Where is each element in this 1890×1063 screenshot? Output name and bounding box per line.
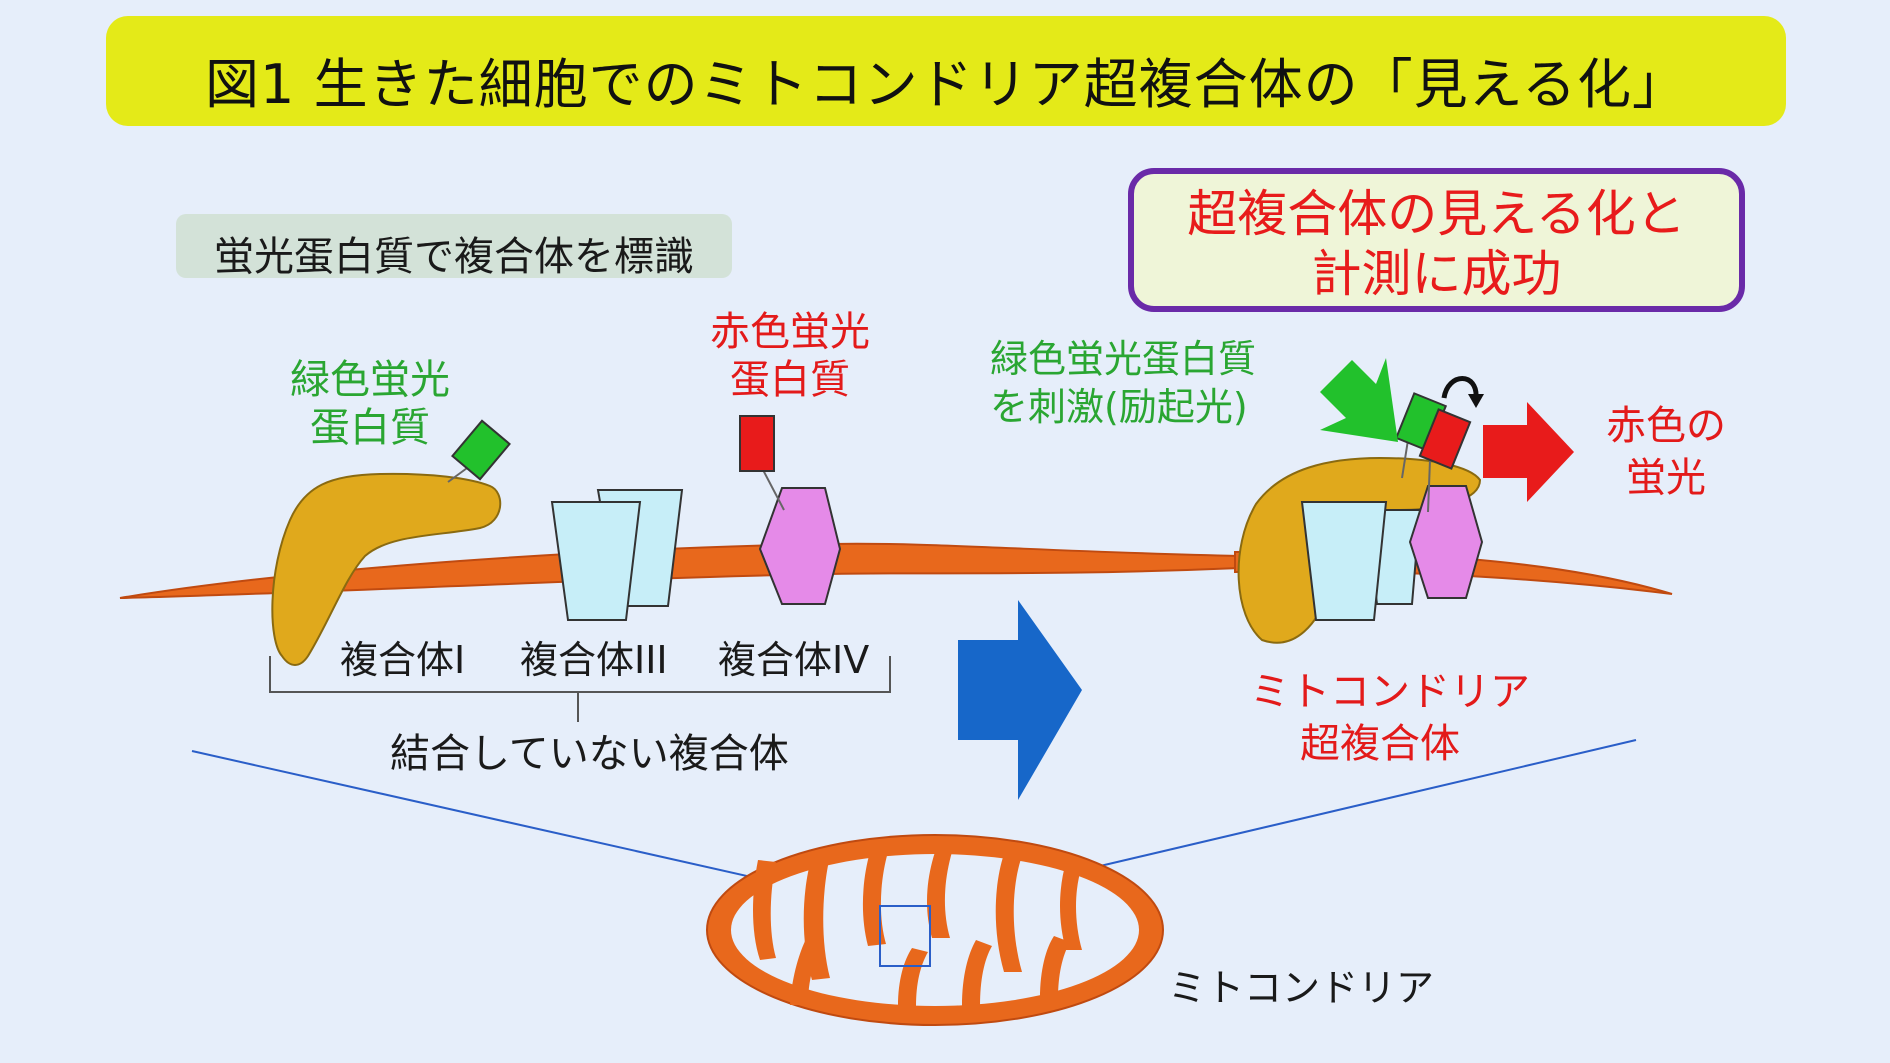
- green-fp-label-line-1: 緑色蛍光: [290, 357, 450, 403]
- excitation-label: 緑色蛍光蛋白質 を刺激(励起光): [990, 336, 1256, 431]
- supercomplex-label-line-2: 超複合体: [1300, 721, 1460, 767]
- excitation-label-line-1: 緑色蛍光蛋白質: [990, 337, 1257, 381]
- red-emission-label: 赤色の 蛍光: [1596, 400, 1736, 504]
- title-bar: 図1 生きた細胞でのミトコンドリア超複合体の「見える化」: [106, 16, 1786, 126]
- green-fp-tag-left: [451, 419, 511, 481]
- energy-transfer-icon: [1441, 376, 1479, 399]
- red-emission-label-line-2: 蛍光: [1626, 455, 1706, 501]
- figure-title: 図1 生きた細胞でのミトコンドリア超複合体の「見える化」: [205, 53, 1687, 116]
- transition-arrow: [958, 600, 1082, 800]
- green-fp-label: 緑色蛍光 蛋白質: [280, 356, 460, 452]
- labeling-caption: 蛍光蛋白質で複合体を標識: [214, 234, 694, 280]
- complex-1-shape: [271, 472, 502, 666]
- success-text: 超複合体の見える化と 計測に成功: [1134, 184, 1739, 304]
- red-fp-tag-left: [739, 415, 775, 472]
- supercomplex-label-line-1: ミトコンドリア: [1250, 669, 1530, 715]
- supercomplex-complex-3-front: [1300, 501, 1388, 621]
- emission-arrow: [1483, 402, 1574, 502]
- success-box: 超複合体の見える化と 計測に成功: [1128, 168, 1745, 312]
- red-fp-label-line-1: 赤色蛍光: [710, 309, 870, 355]
- complex-3-label: 複合体III: [520, 638, 668, 682]
- red-fp-label: 赤色蛍光 蛋白質: [700, 308, 880, 404]
- supercomplex-label: ミトコンドリア 超複合体: [1250, 666, 1530, 770]
- excitation-label-line-2: を刺激(励起光): [990, 384, 1248, 429]
- supercomplex-complex-4: [1408, 485, 1484, 599]
- green-fp-label-line-2: 蛋白質: [310, 405, 430, 451]
- mitochondrion-label: ミトコンドリア: [1168, 966, 1435, 1010]
- complex-3-front: [550, 501, 642, 621]
- unbound-complexes-label: 結合していない複合体: [390, 731, 789, 777]
- red-emission-label-line-1: 赤色の: [1606, 403, 1726, 449]
- zoom-region: [879, 905, 931, 967]
- success-line-2: 計測に成功: [1311, 245, 1562, 303]
- complex-4-label: 複合体IV: [718, 638, 870, 682]
- complex-4-shape: [758, 487, 842, 605]
- success-line-1: 超複合体の見える化と: [1187, 185, 1686, 243]
- complex-1-label: 複合体I: [340, 638, 466, 682]
- group-brace: [269, 656, 891, 722]
- red-fp-label-line-2: 蛋白質: [730, 357, 850, 403]
- cristae: [753, 852, 1082, 1006]
- red-fp-tag-right: [1418, 408, 1472, 470]
- labeling-caption-box: 蛍光蛋白質で複合体を標識: [176, 214, 732, 280]
- excitation-arrow: [1320, 358, 1398, 442]
